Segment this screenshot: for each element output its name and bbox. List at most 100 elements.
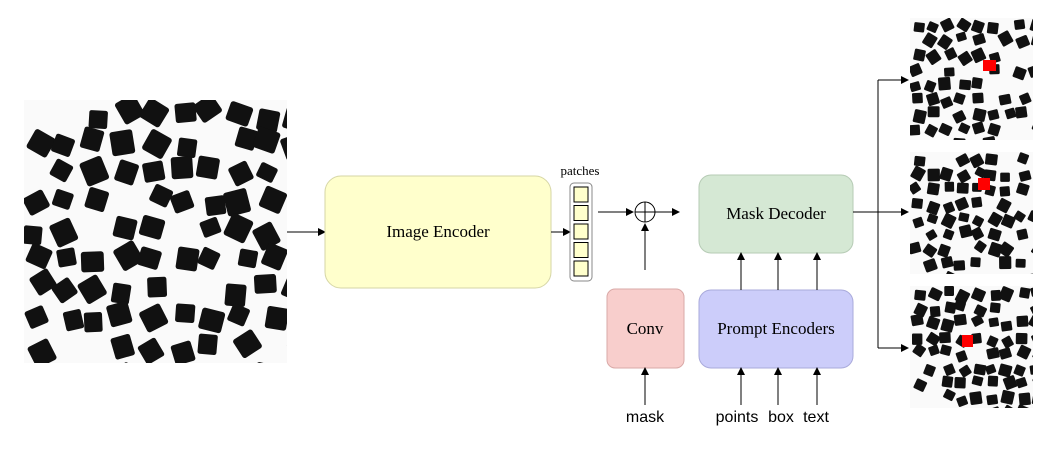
- particle: [142, 160, 166, 183]
- particle: [1016, 344, 1032, 360]
- particle: [1015, 258, 1026, 268]
- particle: [954, 377, 966, 389]
- particle: [1034, 109, 1045, 120]
- particle: [197, 246, 221, 270]
- particle: [49, 217, 79, 248]
- particle: [1043, 34, 1051, 48]
- particle: [288, 189, 319, 219]
- particle: [1027, 64, 1033, 78]
- particle: [988, 317, 1000, 328]
- particle: [26, 129, 56, 158]
- particle: [974, 240, 987, 254]
- particle: [24, 189, 50, 216]
- particle: [1017, 152, 1030, 165]
- particle: [1047, 108, 1051, 122]
- particle: [1029, 18, 1033, 33]
- particle: [926, 200, 941, 216]
- particle: [970, 47, 987, 64]
- patches-stack: patches: [561, 163, 599, 282]
- particle: [1029, 273, 1033, 274]
- particle: [923, 363, 936, 377]
- particle: [971, 77, 983, 90]
- particle: [928, 287, 943, 302]
- particle: [1016, 182, 1030, 196]
- particle: [910, 81, 921, 92]
- particle: [927, 417, 943, 434]
- particle: [924, 123, 938, 138]
- particle: [925, 229, 938, 241]
- particle: [170, 156, 194, 180]
- particle: [224, 283, 247, 307]
- particle: [924, 409, 937, 421]
- particle: [953, 260, 966, 271]
- particle: [1046, 17, 1051, 31]
- particle: [228, 160, 254, 187]
- particle: [1034, 198, 1046, 210]
- output-mask-image-3: [910, 286, 1051, 434]
- particle: [149, 184, 174, 208]
- particle: [926, 331, 941, 347]
- particle: [1013, 210, 1026, 223]
- particle: [233, 329, 262, 359]
- particle: [24, 305, 49, 329]
- particle: [1028, 314, 1033, 330]
- particle: [973, 410, 985, 423]
- particle: [77, 274, 107, 304]
- particle: [1017, 140, 1029, 152]
- particle: [952, 110, 967, 124]
- particle: [137, 337, 165, 363]
- particle: [62, 309, 85, 332]
- particle: [284, 304, 287, 330]
- conv-block: Conv: [606, 288, 685, 369]
- particle: [24, 225, 43, 246]
- particle: [139, 100, 170, 128]
- particle: [971, 287, 986, 303]
- particle: [1002, 375, 1018, 390]
- particle: [256, 162, 278, 183]
- particle: [999, 186, 1011, 197]
- particle: [1031, 393, 1033, 406]
- particle: [912, 92, 923, 104]
- highlight-mask-2: [978, 178, 990, 190]
- particle: [201, 365, 230, 394]
- particle: [1013, 364, 1026, 377]
- particle: [1044, 50, 1051, 62]
- particle: [225, 387, 250, 412]
- particle: [1043, 275, 1051, 289]
- particle: [913, 302, 928, 318]
- particle: [996, 197, 1012, 214]
- particle: [1018, 392, 1031, 406]
- particle: [289, 254, 311, 275]
- particle: [1035, 183, 1047, 194]
- particle: [927, 168, 940, 182]
- patch-cell: [573, 242, 589, 258]
- particle: [937, 76, 951, 91]
- particle: [173, 365, 203, 396]
- particle: [1019, 287, 1031, 299]
- particle: [1029, 364, 1033, 375]
- particle: [1048, 150, 1051, 161]
- particle: [1033, 76, 1047, 89]
- particle: [944, 47, 958, 61]
- particle: [256, 108, 281, 133]
- particle: [926, 21, 939, 34]
- particle: [984, 364, 997, 375]
- particle: [910, 124, 921, 136]
- particle: [958, 224, 973, 239]
- particle: [973, 363, 987, 376]
- particle: [114, 100, 145, 125]
- particle: [1045, 318, 1051, 332]
- particle: [165, 396, 189, 418]
- particle: [911, 333, 923, 345]
- particle: [1046, 395, 1051, 407]
- particle: [51, 133, 75, 157]
- particle: [142, 397, 163, 416]
- particle: [939, 166, 954, 182]
- particle: [80, 251, 105, 273]
- patch-cell: [573, 223, 589, 240]
- particle: [953, 92, 966, 105]
- particle: [986, 394, 999, 406]
- particle: [971, 332, 982, 344]
- particle: [973, 304, 988, 318]
